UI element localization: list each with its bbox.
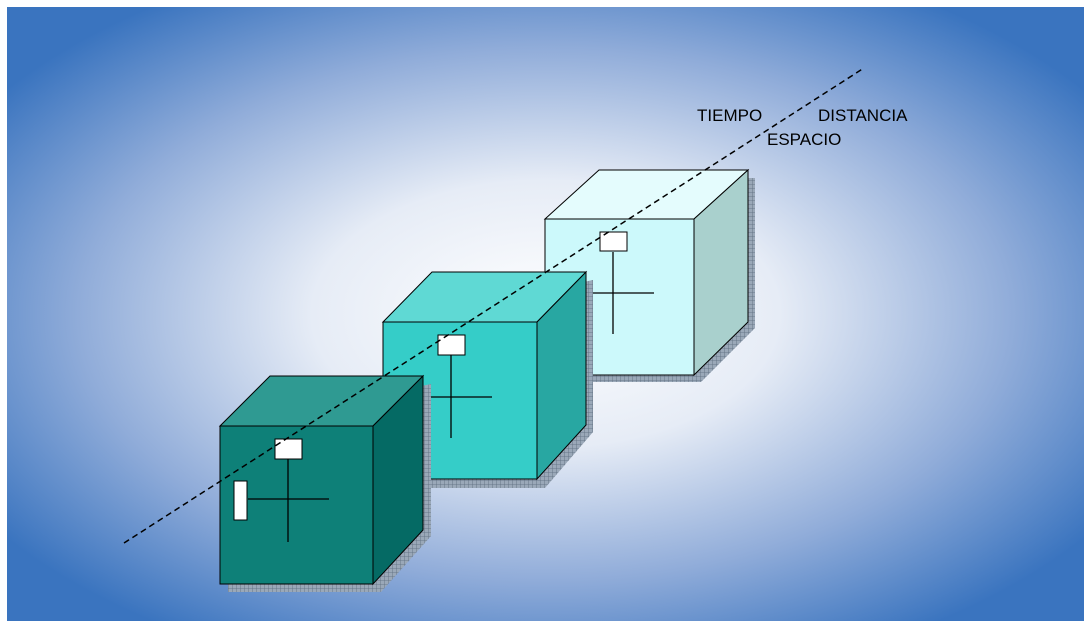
cube-dark — [218, 374, 431, 592]
cube-dark-side-marker — [233, 480, 248, 521]
label-distancia: DISTANCIA — [818, 106, 908, 125]
label-espacio: ESPACIO — [767, 130, 841, 149]
cube-mid — [381, 270, 593, 488]
cube-light — [543, 168, 755, 382]
cube-dark-flag — [274, 438, 303, 460]
label-tiempo: TIEMPO — [697, 106, 762, 125]
cube-light-flag — [599, 231, 628, 252]
cube-mid-flag — [437, 334, 466, 356]
dashed-diagonal-line — [123, 67, 865, 544]
